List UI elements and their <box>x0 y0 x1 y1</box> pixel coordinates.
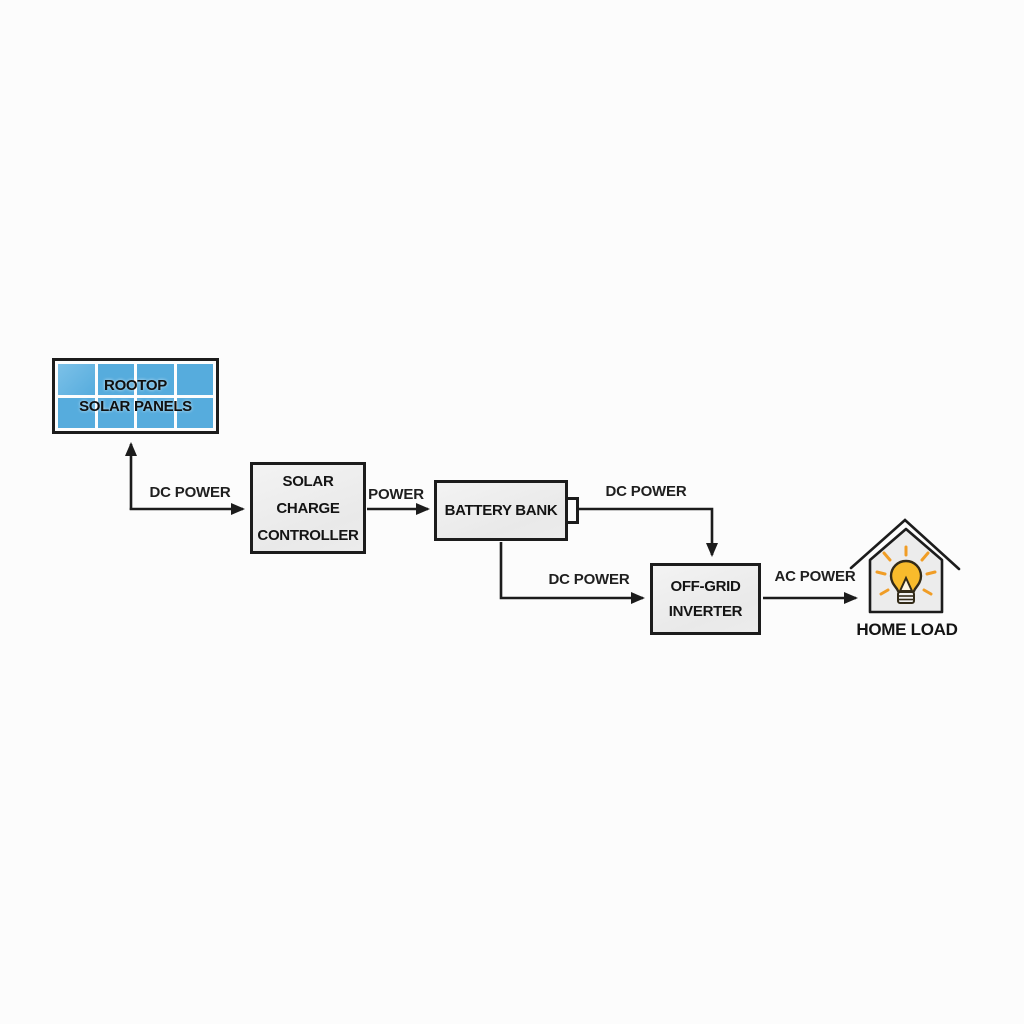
connector-battery-to-inverter-top <box>579 507 718 557</box>
solar-panel-cell <box>97 397 134 428</box>
charge-controller-node: SOLAR CHARGE CONTROLLER <box>250 462 366 554</box>
flow-label-battery-dc-top: DC POWER <box>605 483 687 500</box>
battery-bank-node: BATTERY BANK <box>434 480 568 541</box>
charge-controller-label-line1: SOLAR <box>282 472 334 490</box>
solar-panels-label: ROOTOP SOLAR PANELS <box>55 361 216 431</box>
roof-overhang <box>849 518 961 571</box>
connector-battery-to-inverter-side <box>499 542 645 604</box>
battery-bank-label: BATTERY BANK <box>444 502 558 519</box>
solar-panels-label-line2: SOLAR PANELS <box>79 398 192 415</box>
solar-panel-cell <box>58 364 95 395</box>
flow-label-panels-dc: DC POWER <box>149 484 231 501</box>
solar-panel-cell <box>176 397 213 428</box>
solar-panel-cell <box>97 364 134 395</box>
solar-panel-cell <box>137 397 174 428</box>
flow-label-controller-power: POWER <box>368 486 424 503</box>
charge-controller-label-line2: CHARGE <box>276 499 340 517</box>
flow-label-ac-power: AC POWER <box>774 568 856 585</box>
flow-label-battery-dc-side: DC POWER <box>548 571 630 588</box>
inverter-label-line2: INVERTER <box>668 603 743 620</box>
house-light-bulb-icon <box>849 518 961 614</box>
solar-panels-node: ROOTOP SOLAR PANELS <box>52 358 219 434</box>
charge-controller-label-line3: CONTROLLER <box>257 526 359 544</box>
solar-panel-grid-icon <box>55 361 216 431</box>
home-load-label: HOME LOAD <box>856 620 958 639</box>
inverter-label-line1: OFF-GRID <box>670 578 741 595</box>
inverter-node: OFF-GRID INVERTER <box>650 563 761 635</box>
solar-panel-cell <box>176 364 213 395</box>
battery-terminal-icon <box>565 497 579 524</box>
connector-panels-to-controller <box>125 442 245 515</box>
solar-panels-label-line1: ROOTOP <box>104 377 167 394</box>
solar-panel-cell <box>137 364 174 395</box>
solar-panel-cell <box>58 397 95 428</box>
bulb-rays <box>875 545 937 596</box>
bulb-base <box>897 591 915 604</box>
